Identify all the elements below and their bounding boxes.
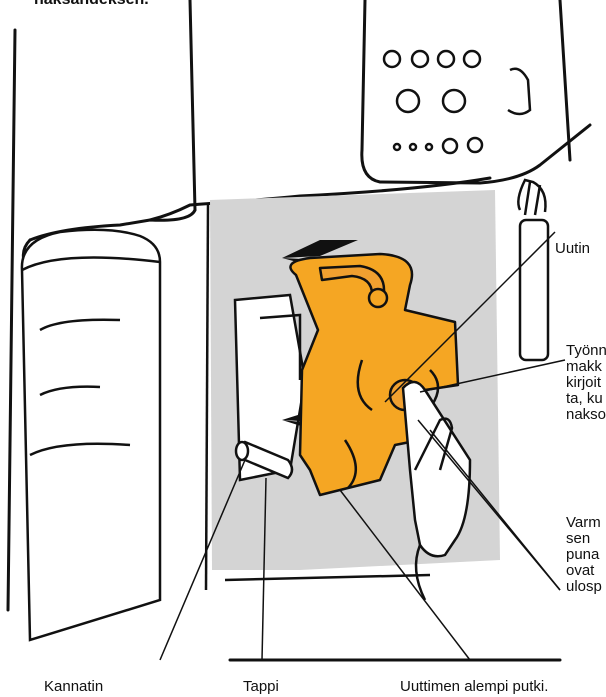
header-text: naksahdeksen. [34, 0, 149, 9]
label-tyonna: Työnn makk kirjoit ta, ku nakso [566, 343, 606, 423]
label-varmista: Varm sen puna ovat ulosp [566, 515, 602, 595]
label-putki: Uuttimen alempi putki. [400, 678, 548, 695]
control-buttons [384, 51, 530, 153]
tube [518, 180, 548, 360]
water-tank [22, 230, 160, 640]
label-tappi: Tappi [243, 678, 279, 695]
label-uutin: Uutin [555, 240, 590, 257]
label-kannatin: Kannatin [44, 678, 103, 695]
